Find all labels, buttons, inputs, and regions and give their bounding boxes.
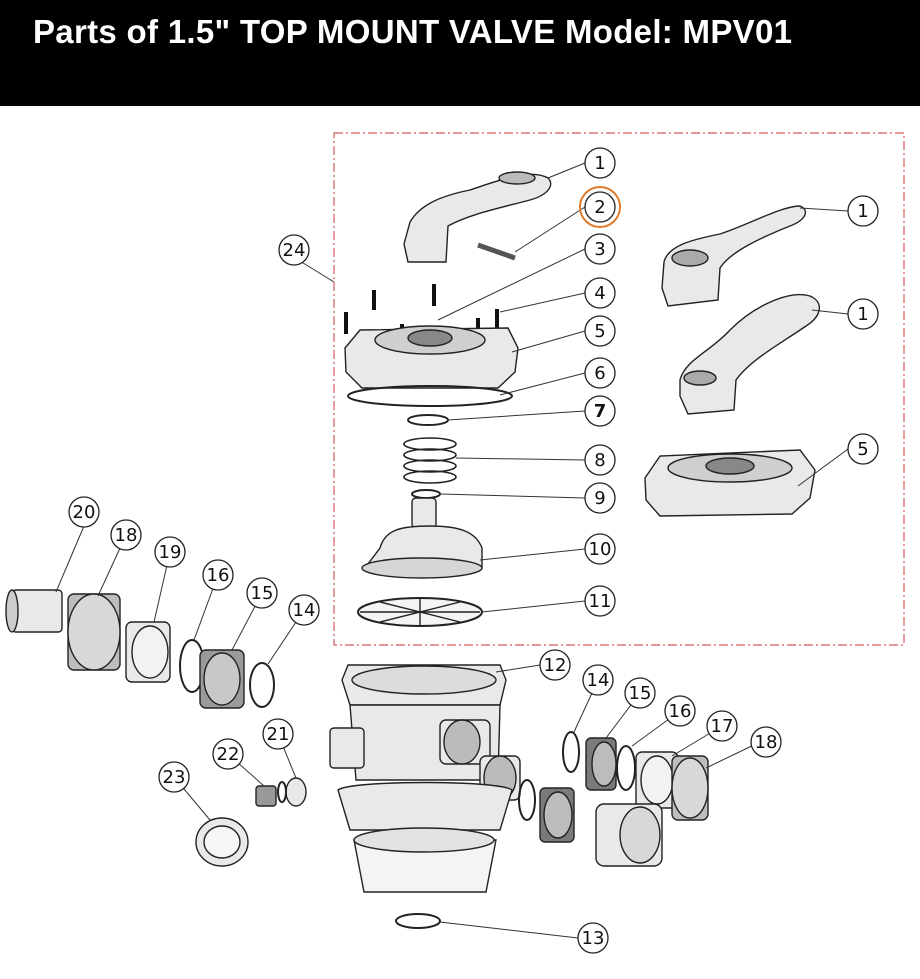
o-ring-part <box>407 414 449 426</box>
callout-19 <box>154 536 186 568</box>
assembly-boundary-24 <box>333 132 905 646</box>
valve-body-part <box>329 664 521 893</box>
callout-11-label: 11 <box>589 591 612 612</box>
union-nut-part <box>67 593 121 671</box>
callout-13 <box>577 922 609 954</box>
handle-part <box>403 171 552 263</box>
gauge-part-23 <box>195 817 249 867</box>
callout-1-top <box>584 147 616 179</box>
callout-14-left <box>288 594 320 626</box>
drain-o-ring-13 <box>395 913 441 929</box>
callout-14-right <box>582 664 614 696</box>
callout-16-right <box>664 695 696 727</box>
callout-24 <box>278 234 310 266</box>
callout-11 <box>584 585 616 617</box>
callout-9-label: 9 <box>594 488 605 509</box>
callout-16-right-label: 16 <box>669 701 692 722</box>
callout-3-label: 3 <box>594 239 605 260</box>
right-union-lower <box>595 803 663 867</box>
o-ring-small-part <box>411 489 441 499</box>
callout-5-right <box>847 433 879 465</box>
rotor-gasket-part <box>357 597 483 627</box>
callout-1-right-b <box>847 298 879 330</box>
right-sleeve-17 <box>635 751 679 809</box>
callout-23 <box>158 761 190 793</box>
right-thread-lower <box>539 787 575 843</box>
pin-part <box>477 242 516 261</box>
callout-7 <box>584 395 616 427</box>
union-sleeve-part <box>125 621 171 683</box>
right-nut-18 <box>671 755 709 821</box>
callout-4 <box>584 277 616 309</box>
callout-14-left-label: 14 <box>293 600 316 621</box>
callout-20 <box>68 496 100 528</box>
exploded-parts-diagram: 1 2 3 4 5 6 7 8 9 10 11 1 1 5 24 20 18 1… <box>0 106 920 974</box>
cover-variant <box>644 449 816 517</box>
callout-15-left <box>246 577 278 609</box>
callout-22 <box>212 738 244 770</box>
callout-15-right <box>624 677 656 709</box>
drain-plug-part-22 <box>255 785 277 807</box>
highlight-ring <box>579 186 621 228</box>
gasket-part <box>347 385 513 407</box>
callout-1-right-a <box>847 195 879 227</box>
callout-21-label: 21 <box>267 724 290 745</box>
callout-16-left-label: 16 <box>207 565 230 586</box>
union-thread-part <box>199 649 245 709</box>
callout-10-label: 10 <box>589 539 612 560</box>
callout-2 <box>584 191 616 223</box>
union-o-ring-14 <box>249 662 275 708</box>
callout-6 <box>584 357 616 389</box>
callout-18-left-label: 18 <box>115 525 138 546</box>
callout-15-right-label: 15 <box>629 683 652 704</box>
spring-part <box>403 437 457 484</box>
callout-2-label: 2 <box>594 197 605 218</box>
callout-4-label: 4 <box>594 283 605 304</box>
title-banner: Parts of 1.5" TOP MOUNT VALVE Model: MPV… <box>0 0 920 106</box>
callout-5-right-label: 5 <box>857 439 868 460</box>
handle-variant-a <box>661 205 807 307</box>
callout-18-right <box>750 726 782 758</box>
callout-24-label: 24 <box>283 240 306 261</box>
page-title: Parts of 1.5" TOP MOUNT VALVE Model: MPV… <box>33 13 793 50</box>
callout-13-label: 13 <box>582 928 605 949</box>
cover-part <box>344 325 519 389</box>
callout-10 <box>584 533 616 565</box>
callout-18-right-label: 18 <box>755 732 778 753</box>
callout-5 <box>584 315 616 347</box>
callout-6-label: 6 <box>594 363 605 384</box>
callout-8 <box>584 444 616 476</box>
callout-1-right-a-label: 1 <box>857 201 868 222</box>
rotor-part <box>361 497 483 579</box>
callout-8-label: 8 <box>594 450 605 471</box>
callout-16-left <box>202 559 234 591</box>
right-o-ring-16 <box>616 745 636 791</box>
right-thread-15 <box>585 737 617 791</box>
callout-23-label: 23 <box>163 767 186 788</box>
callout-18-left <box>110 519 142 551</box>
callout-7-label: 7 <box>594 401 607 422</box>
handle-variant-b <box>679 294 820 415</box>
callout-20-label: 20 <box>73 502 96 523</box>
callout-19-label: 19 <box>159 542 182 563</box>
right-o-ring-lower <box>518 779 536 821</box>
callout-21 <box>262 718 294 750</box>
callout-22-label: 22 <box>217 744 240 765</box>
callout-14-right-label: 14 <box>587 670 610 691</box>
callout-3 <box>584 233 616 265</box>
drain-cap-part-21 <box>277 777 307 807</box>
callout-15-left-label: 15 <box>251 583 274 604</box>
callout-17-label: 17 <box>711 716 734 737</box>
union-tail-part <box>5 589 63 633</box>
callout-12 <box>539 649 571 681</box>
callout-5-label: 5 <box>594 321 605 342</box>
callout-1-right-b-label: 1 <box>857 304 868 325</box>
callout-9 <box>584 482 616 514</box>
callout-17 <box>706 710 738 742</box>
callout-1-top-label: 1 <box>594 153 605 174</box>
right-o-ring-14 <box>562 731 580 773</box>
callout-12-label: 12 <box>544 655 567 676</box>
